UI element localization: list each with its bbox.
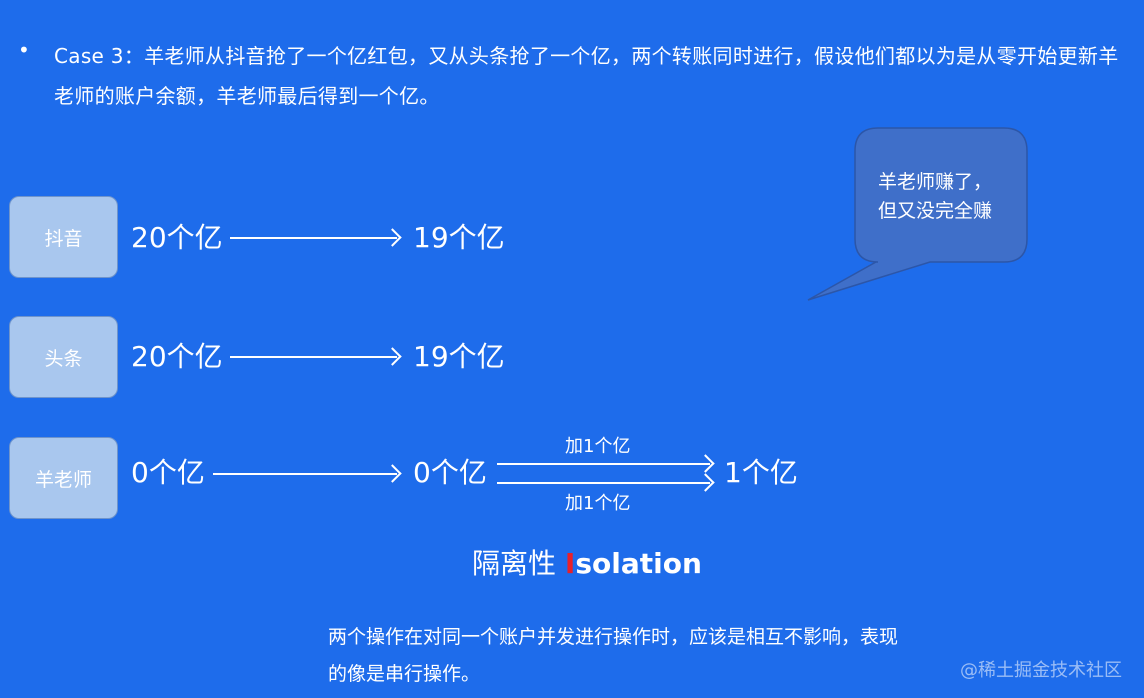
section-title: 隔离性 Isolation	[472, 542, 702, 582]
watermark: @稀土掘金技术社区	[960, 660, 1122, 681]
operation-label-bottom: 加1个亿	[565, 493, 631, 514]
balance-before: 0个亿	[131, 456, 205, 489]
arrow-right-icon	[213, 473, 397, 475]
bullet-dot: •	[18, 38, 30, 62]
bubble-text: 羊老师赚了， 但又没完全赚	[858, 168, 1026, 226]
arrow-right-icon	[230, 237, 397, 239]
balance-final: 1个亿	[724, 456, 798, 489]
balance-after: 19个亿	[413, 340, 505, 373]
balance-after: 19个亿	[413, 221, 505, 254]
balance-before: 20个亿	[131, 221, 223, 254]
title-en: solation	[575, 547, 702, 580]
balance-mid: 0个亿	[413, 456, 487, 489]
intro-text: Case 3：羊老师从抖音抢了一个亿红包，又从头条抢了一个亿，两个转账同时进行，…	[54, 44, 1119, 108]
arrow-right-icon	[497, 482, 710, 484]
arrow-right-icon	[230, 356, 397, 358]
bubble-line-1: 羊老师赚了，	[878, 171, 993, 193]
account-label: 羊老师	[34, 468, 92, 491]
account-box-yang: 羊老师	[9, 437, 118, 519]
account-box-toutiao: 头条	[9, 316, 118, 398]
account-label: 头条	[44, 347, 83, 370]
operation-label-top: 加1个亿	[565, 436, 631, 457]
balance-before: 20个亿	[131, 340, 223, 373]
title-zh: 隔离性	[472, 547, 565, 580]
bubble-line-2: 但又没完全赚	[878, 200, 993, 222]
title-highlight-letter: I	[564, 547, 576, 580]
description-text: 两个操作在对同一个账户并发进行操作时，应该是相互不影响，表现的像是串行操作。	[328, 626, 899, 685]
arrow-right-icon	[497, 463, 710, 465]
account-label: 抖音	[44, 227, 83, 250]
account-box-douyin: 抖音	[9, 196, 118, 278]
